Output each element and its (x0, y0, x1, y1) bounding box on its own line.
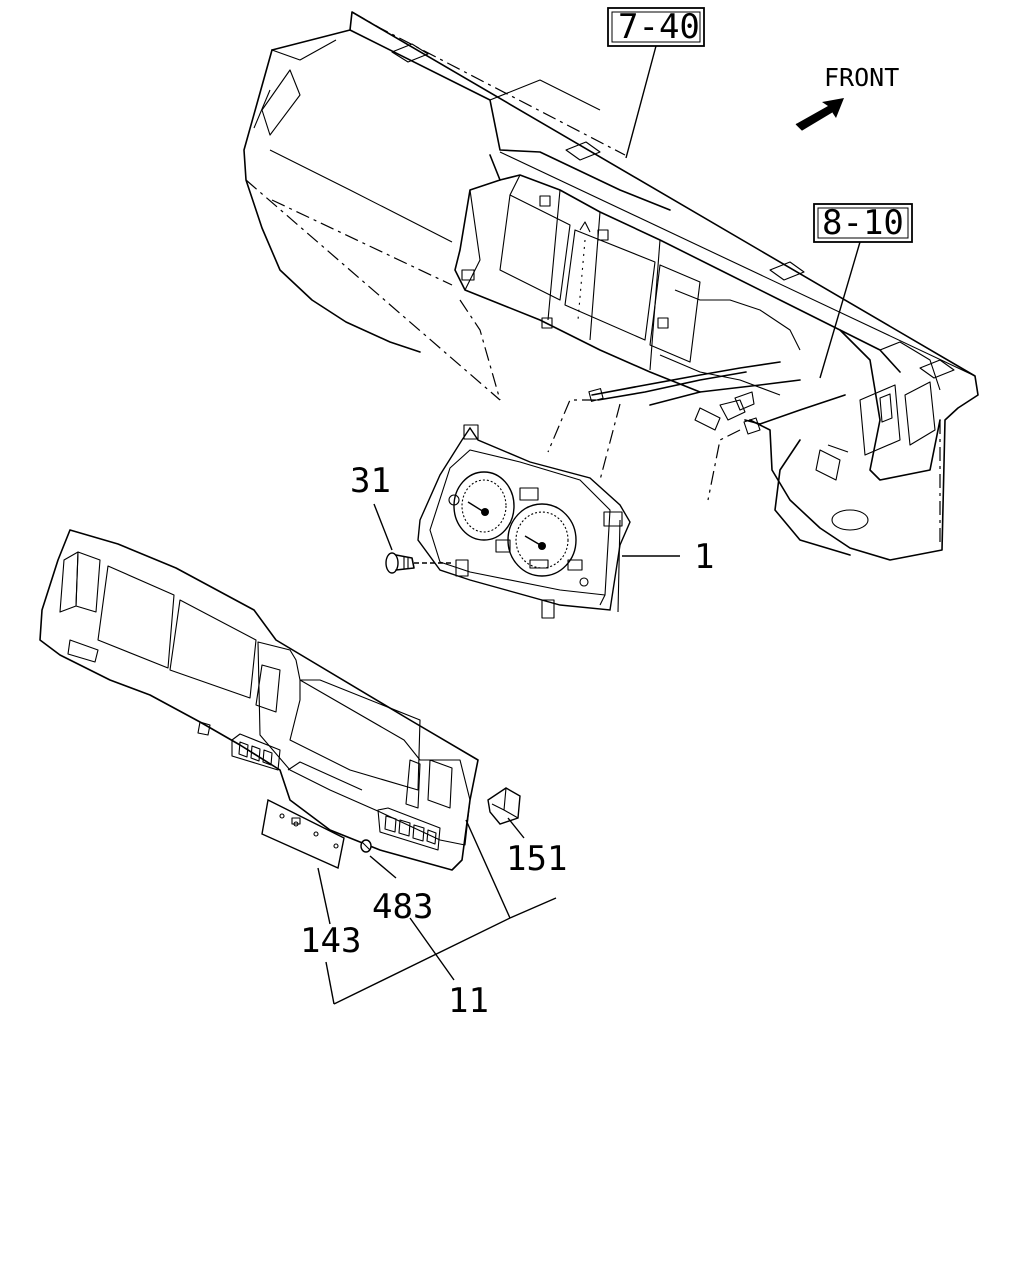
front-direction-indicator: FRONT (795, 63, 899, 131)
screw-fastener (385, 552, 452, 574)
ref-label-7-40: 7-40 (618, 7, 700, 47)
callout-part-151[interactable]: 151 (506, 839, 567, 879)
callout-part-143[interactable]: 143 (300, 921, 361, 961)
front-arrow-icon (796, 98, 844, 130)
front-label: FRONT (824, 63, 899, 92)
trim-cap (487, 787, 521, 825)
callout-part-11[interactable]: 11 (448, 981, 489, 1021)
dashboard-frame-structure (454, 154, 941, 556)
callout-leaders (317, 503, 680, 1005)
clip (360, 839, 372, 853)
instrument-cluster (417, 424, 631, 619)
instrument-panel-bezel (39, 529, 479, 871)
callout-part-31[interactable]: 31 (350, 461, 391, 501)
ref-box-7-40[interactable]: 7-40 (607, 7, 705, 47)
ref-label-8-10: 8-10 (822, 203, 904, 243)
callout-part-1[interactable]: 1 (694, 537, 714, 577)
cover-plate (261, 798, 345, 869)
ref-box-8-10[interactable]: 8-10 (813, 203, 913, 243)
callout-part-483[interactable]: 483 (372, 887, 433, 927)
